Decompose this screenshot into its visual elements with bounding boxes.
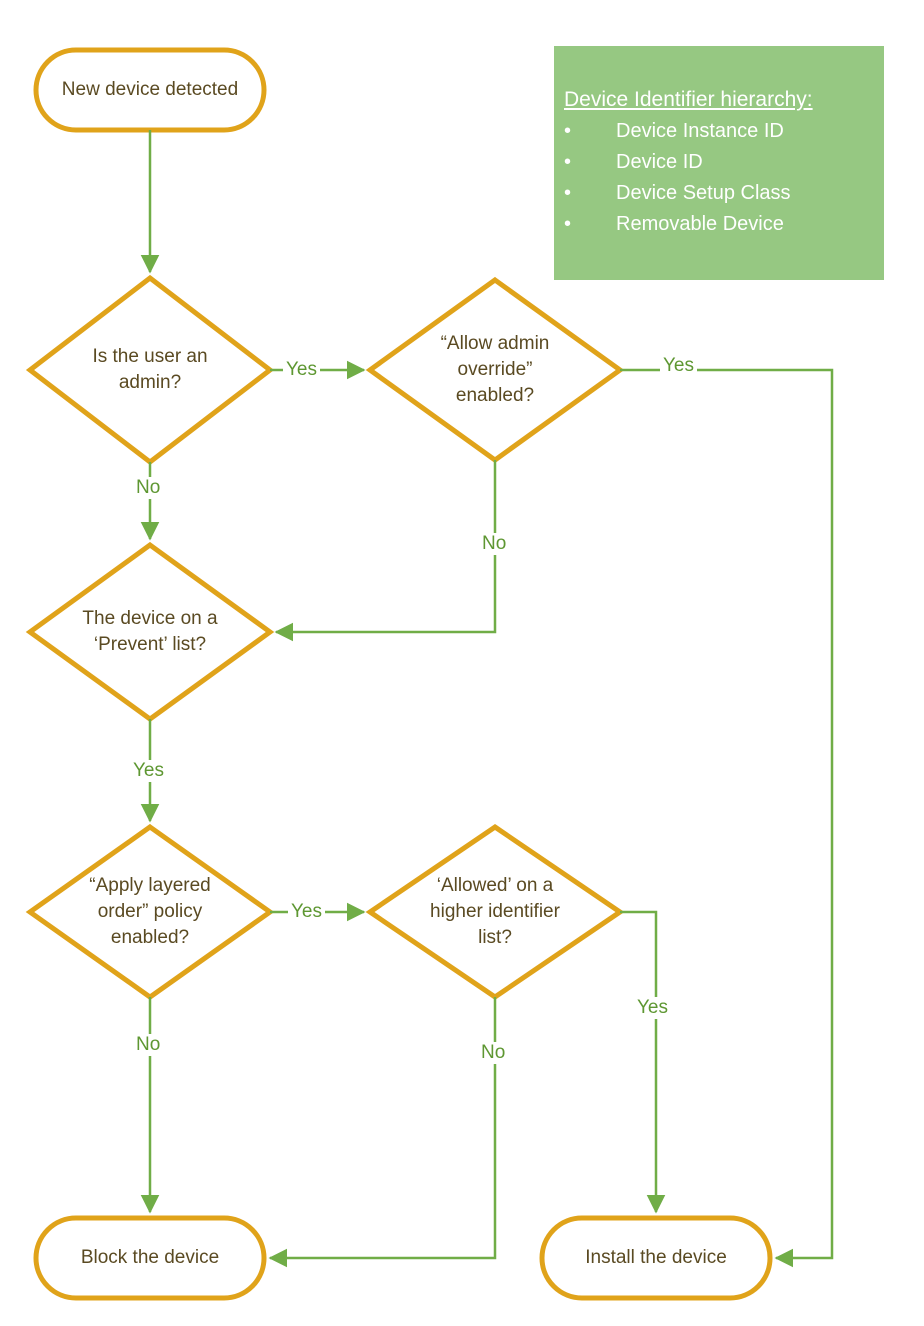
edge-label-is-admin-no: No bbox=[133, 477, 164, 499]
edge-label-higher-no: No bbox=[478, 1042, 509, 1064]
legend-item-label: Device Instance ID bbox=[616, 120, 784, 142]
legend-item: • Device Setup Class bbox=[554, 178, 884, 209]
edge-label-is-admin-yes: Yes bbox=[283, 359, 320, 381]
legend-title: Device Identifier hierarchy: bbox=[564, 88, 813, 111]
bullet-icon: • bbox=[564, 182, 572, 204]
legend-item-label: Removable Device bbox=[616, 213, 784, 235]
edge-label-higher-yes: Yes bbox=[634, 997, 671, 1019]
node-prevent-list[interactable] bbox=[25, 541, 275, 723]
legend-item: • Device ID bbox=[554, 147, 884, 178]
node-start[interactable] bbox=[33, 47, 267, 133]
edge-higher-yes bbox=[620, 910, 666, 1214]
node-install[interactable] bbox=[539, 1215, 773, 1301]
edge-label-prevent-yes: Yes bbox=[130, 760, 167, 782]
edge-label-layered-no: No bbox=[133, 1034, 164, 1056]
node-higher-list[interactable] bbox=[365, 823, 625, 1001]
edge-higher-no bbox=[268, 997, 497, 1268]
node-admin-override[interactable] bbox=[365, 276, 625, 464]
edge-override-yes bbox=[620, 368, 834, 1268]
node-block[interactable] bbox=[33, 1215, 267, 1301]
legend-item: • Removable Device bbox=[554, 209, 884, 240]
legend-item-label: Device ID bbox=[616, 151, 703, 173]
legend-item: • Device Instance ID bbox=[554, 116, 884, 147]
legend-item-label: Device Setup Class bbox=[616, 182, 791, 204]
legend-panel: Device Identifier hierarchy: • Device In… bbox=[554, 46, 884, 280]
bullet-icon: • bbox=[564, 120, 572, 142]
bullet-icon: • bbox=[564, 151, 572, 173]
edge-label-layered-yes: Yes bbox=[288, 901, 325, 923]
edge-override-no bbox=[274, 460, 497, 642]
node-layered-order[interactable] bbox=[25, 823, 275, 1001]
legend-list: • Device Instance ID • Device ID • Devic… bbox=[554, 116, 884, 240]
edge-label-override-no: No bbox=[479, 533, 510, 555]
node-is-admin[interactable] bbox=[25, 274, 275, 466]
bullet-icon: • bbox=[564, 213, 572, 235]
edge-label-override-yes: Yes bbox=[660, 355, 697, 377]
